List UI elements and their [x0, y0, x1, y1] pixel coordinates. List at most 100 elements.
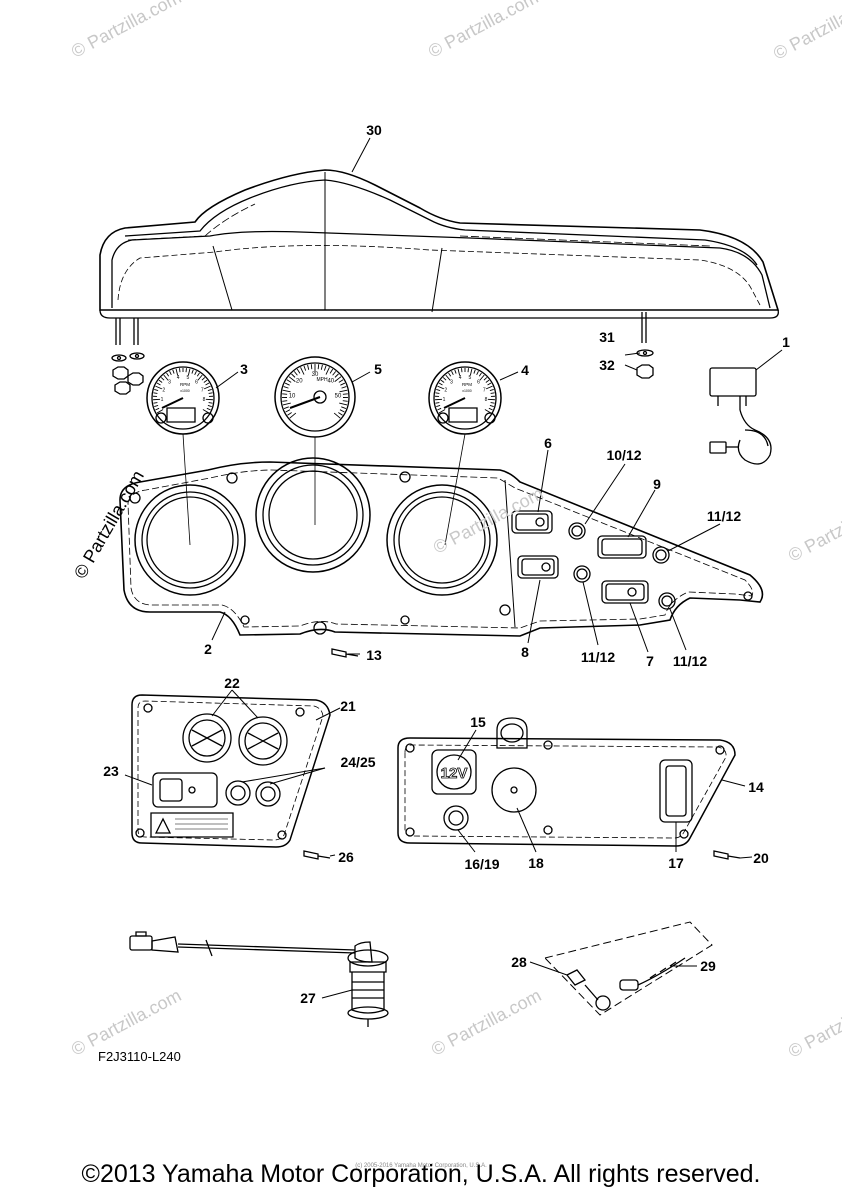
gauge-tick — [439, 410, 445, 414]
gauge-numeral: 6 — [477, 380, 480, 386]
gauge-tick — [290, 413, 296, 418]
gauge-tick — [285, 383, 290, 385]
gauge-tick — [289, 377, 295, 382]
gauge-tick — [474, 370, 475, 374]
gauge-tick — [283, 390, 291, 392]
gauge-tick — [449, 373, 451, 376]
kit-28-29 — [545, 922, 712, 1015]
knob-22-right — [239, 717, 287, 765]
label-part-5: 5 — [374, 361, 382, 377]
gauge-numeral: 30 — [312, 372, 319, 378]
knob-22-left — [183, 714, 231, 762]
gauge-tick — [301, 367, 305, 374]
gauge-numeral: 2 — [162, 387, 165, 393]
gauge-numeral: 20 — [296, 378, 303, 384]
gauge-tick — [343, 401, 348, 402]
label-part-11-12-c: 11/12 — [672, 653, 708, 669]
copyright-footer: ©2013 Yamaha Motor Corporation, U.S.A. A… — [81, 1160, 761, 1188]
label-part-22: 22 — [224, 675, 240, 691]
gauge-numeral: 40 — [327, 378, 334, 384]
gauge-tick — [458, 369, 460, 376]
tach3-multiplier: x1000 — [180, 389, 190, 393]
gauge-numeral: 4 — [459, 375, 462, 381]
switch-23 — [153, 773, 217, 807]
label-part-18: 18 — [528, 855, 544, 871]
gauge-tick — [287, 412, 291, 415]
grommet-16-19 — [444, 806, 468, 830]
gauge-tick — [197, 373, 199, 376]
gauge-tick — [443, 377, 446, 380]
rocker-switch-17 — [660, 760, 692, 822]
gauge-tick — [484, 377, 487, 380]
indicator-11-12-b — [574, 566, 590, 582]
gauge-tick — [455, 370, 456, 374]
socket-label: 12V — [441, 765, 468, 782]
indicator-11-12-c — [659, 593, 675, 609]
gauge-tick — [282, 401, 287, 402]
gauge-tick — [153, 393, 157, 394]
gauge-tick — [202, 377, 205, 380]
label-part-6: 6 — [544, 435, 552, 451]
switch-7 — [602, 581, 648, 603]
gauge-tick — [437, 408, 441, 410]
socket-15 — [432, 750, 476, 794]
gauge-tick — [342, 387, 347, 389]
gauge-tick — [321, 365, 322, 370]
label-part-17: 17 — [668, 855, 684, 871]
label-part-30: 30 — [366, 122, 382, 138]
label-part-28: 28 — [511, 954, 527, 970]
gauge-numeral: 3 — [450, 380, 453, 386]
gauge-tick — [188, 369, 190, 376]
key-29 — [620, 958, 685, 990]
cap-24-25-right — [256, 782, 280, 806]
gauge-tick — [441, 380, 444, 382]
gauge-numeral: 3 — [168, 380, 171, 386]
gauge-numeral: 6 — [195, 380, 198, 386]
gauge-tick — [284, 387, 289, 389]
gauge-tick — [209, 403, 213, 404]
label-part-8: 8 — [521, 644, 529, 660]
gauge-tick — [207, 408, 211, 410]
gauge-tick — [491, 403, 495, 404]
label-part-2: 2 — [204, 641, 212, 657]
gauge-tick — [294, 371, 297, 375]
label-part-15: 15 — [470, 714, 486, 730]
harness-27 — [130, 932, 388, 1027]
gauge-tick — [486, 380, 489, 382]
key-switch-28 — [567, 970, 610, 1010]
gauge-tick — [334, 413, 340, 418]
gauge-tick — [297, 369, 300, 373]
gauge-tick — [489, 408, 493, 410]
fine-print: (c) 2005-2016 Yamaha Motor Corporation, … — [355, 1163, 487, 1169]
gauge-tick — [159, 380, 162, 382]
tach4-unit: RPM — [462, 382, 472, 387]
warning-decal — [151, 813, 233, 837]
gauge-numeral: 4 — [177, 375, 180, 381]
label-part-4: 4 — [521, 362, 529, 378]
cap-24-25-left — [226, 781, 250, 805]
gauge-tick — [170, 371, 172, 375]
gauge-tick — [304, 366, 306, 371]
gauge-numeral: 1 — [443, 397, 446, 403]
gauge-tick — [161, 377, 164, 380]
label-part-7: 7 — [646, 653, 654, 669]
gauge-tick — [204, 380, 207, 382]
gauge-tick — [335, 377, 341, 382]
label-part-29: 29 — [700, 958, 716, 974]
screw-20 — [714, 851, 740, 859]
label-part-26: 26 — [338, 849, 354, 865]
gauge-tick — [311, 364, 312, 369]
gauge-tick — [157, 383, 160, 385]
gauge-tick — [176, 369, 178, 376]
gauge-numeral: 1 — [161, 397, 164, 403]
gauge-numeral: 5 — [468, 375, 471, 381]
gauge-tick — [208, 405, 212, 406]
label-part-13: 13 — [366, 647, 382, 663]
switch-8 — [518, 556, 558, 578]
gauge-tick — [439, 383, 442, 385]
gauge-tick — [318, 364, 319, 369]
